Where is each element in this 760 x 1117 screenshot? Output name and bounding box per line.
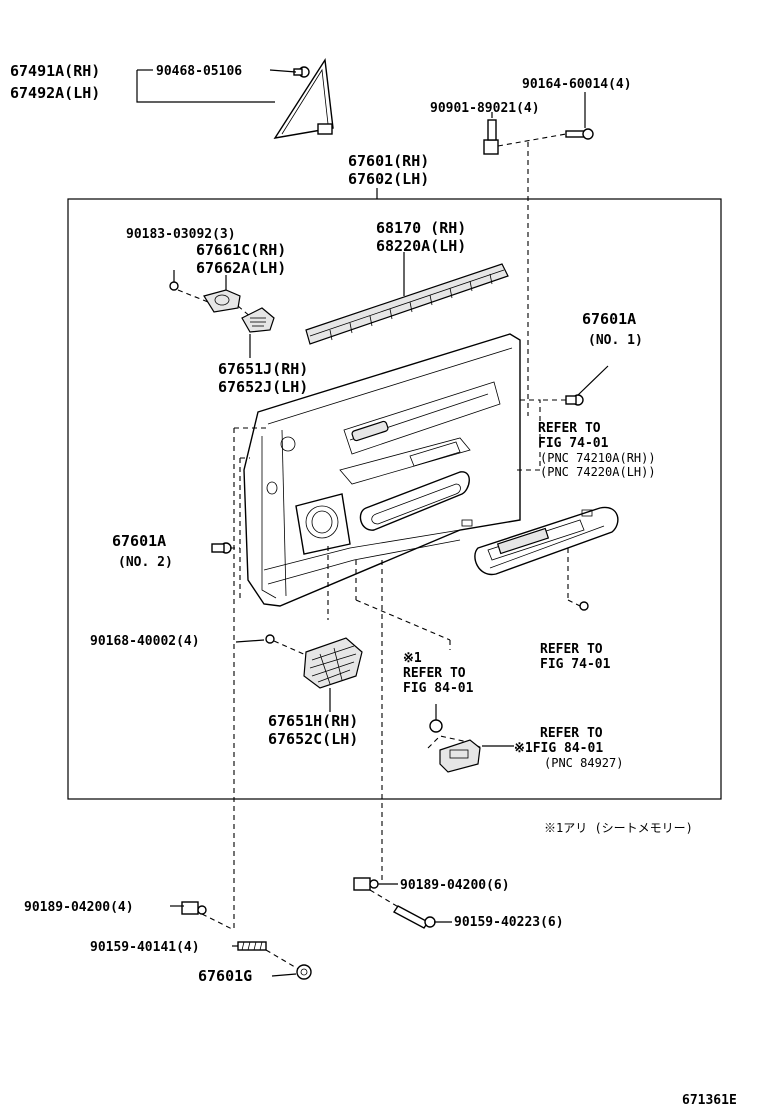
- footnote-memory-seat: ※1アリ (シートメモリー): [544, 821, 693, 835]
- label-90159-4: 90159-40141(4): [90, 940, 200, 955]
- label-pnc-74210a: (PNC 74210A(RH)): [540, 451, 656, 465]
- label-90159-6: 90159-40223(6): [454, 915, 564, 930]
- label-refer-to-2: REFER TO: [540, 642, 603, 657]
- label-no2: (NO. 2): [118, 555, 173, 570]
- screw-90183-icon: [169, 281, 179, 291]
- label-67661c: 67661C(RH): [196, 241, 286, 259]
- cap-67601g-icon: [296, 964, 312, 980]
- weatherstrip-part: [305, 263, 509, 345]
- label-90164: 90164-60014(4): [522, 77, 632, 92]
- clip-90189-lower-center-icon: [353, 877, 379, 891]
- door-trim-panel: [243, 333, 521, 607]
- label-67601-rh: 67601(RH): [348, 152, 429, 170]
- clip-67601a-no2-icon: [211, 542, 232, 554]
- label-pnc-74220a: (PNC 74220A(LH)): [540, 465, 656, 479]
- label-67601a-no1: 67601A: [582, 310, 636, 328]
- catalog-number: 671361E: [682, 1093, 737, 1108]
- assembly-frame: [67, 198, 722, 800]
- screw-90159-lower-left-icon: [237, 941, 267, 951]
- label-fig-84-01-a: FIG 84-01: [403, 681, 474, 696]
- label-68170: 68170 (RH): [376, 219, 466, 237]
- label-note-1: ※1: [403, 651, 422, 666]
- label-67601a-no2: 67601A: [112, 532, 166, 550]
- label-fig-74-01-a: FIG 74-01: [538, 436, 609, 451]
- corner-trim-part: [273, 57, 334, 139]
- label-67651j: 67651J(RH): [218, 360, 308, 378]
- label-67601g: 67601G: [198, 967, 252, 985]
- clip-90189-lower-left-icon: [181, 901, 207, 915]
- label-90901: 90901-89021(4): [430, 101, 540, 116]
- label-pnc-84927: (PNC 84927): [544, 756, 623, 770]
- speaker-grille-upper-part: [241, 307, 275, 333]
- label-fig-84-01-b: ※1FIG 84-01: [514, 741, 603, 756]
- screw-90159-lower-center-icon: [392, 905, 436, 929]
- label-67652c: 67652C(LH): [268, 730, 358, 748]
- screw-90168-icon: [265, 634, 275, 644]
- memory-seat-switch-part: [439, 739, 481, 773]
- screw-armrest-icon: [579, 601, 589, 611]
- speaker-grille-lower-part: [303, 637, 363, 689]
- bezel-67661-part: [203, 289, 241, 313]
- label-67662a: 67662A(LH): [196, 259, 286, 277]
- label-90189-4: 90189-04200(4): [24, 900, 134, 915]
- label-no1: (NO. 1): [588, 333, 643, 348]
- label-90468: 90468-05106: [156, 64, 242, 79]
- label-67492a: 67492A(LH): [10, 84, 100, 102]
- clip-90901-icon: [483, 119, 499, 155]
- label-refer-to-4: REFER TO: [540, 726, 603, 741]
- label-90168: 90168-40002(4): [90, 634, 200, 649]
- label-refer-to-1: REFER TO: [538, 421, 601, 436]
- armrest-switch-base-part: [474, 506, 619, 576]
- screw-90164-icon: [565, 128, 594, 140]
- clip-67601a-no1-icon: [565, 394, 584, 406]
- label-67491a: 67491A(RH): [10, 62, 100, 80]
- label-90189-6: 90189-04200(6): [400, 878, 510, 893]
- label-68220a: 68220A(LH): [376, 237, 466, 255]
- clip-memory-switch-icon: [429, 719, 443, 733]
- screw-90468-icon: [293, 66, 310, 78]
- label-67651h: 67651H(RH): [268, 712, 358, 730]
- label-90183: 90183-03092(3): [126, 227, 236, 242]
- label-refer-to-3: REFER TO: [403, 666, 466, 681]
- bracket-line: [136, 70, 275, 103]
- label-67602-lh: 67602(LH): [348, 170, 429, 188]
- label-67652j: 67652J(LH): [218, 378, 308, 396]
- label-fig-74-01-b: FIG 74-01: [540, 657, 611, 672]
